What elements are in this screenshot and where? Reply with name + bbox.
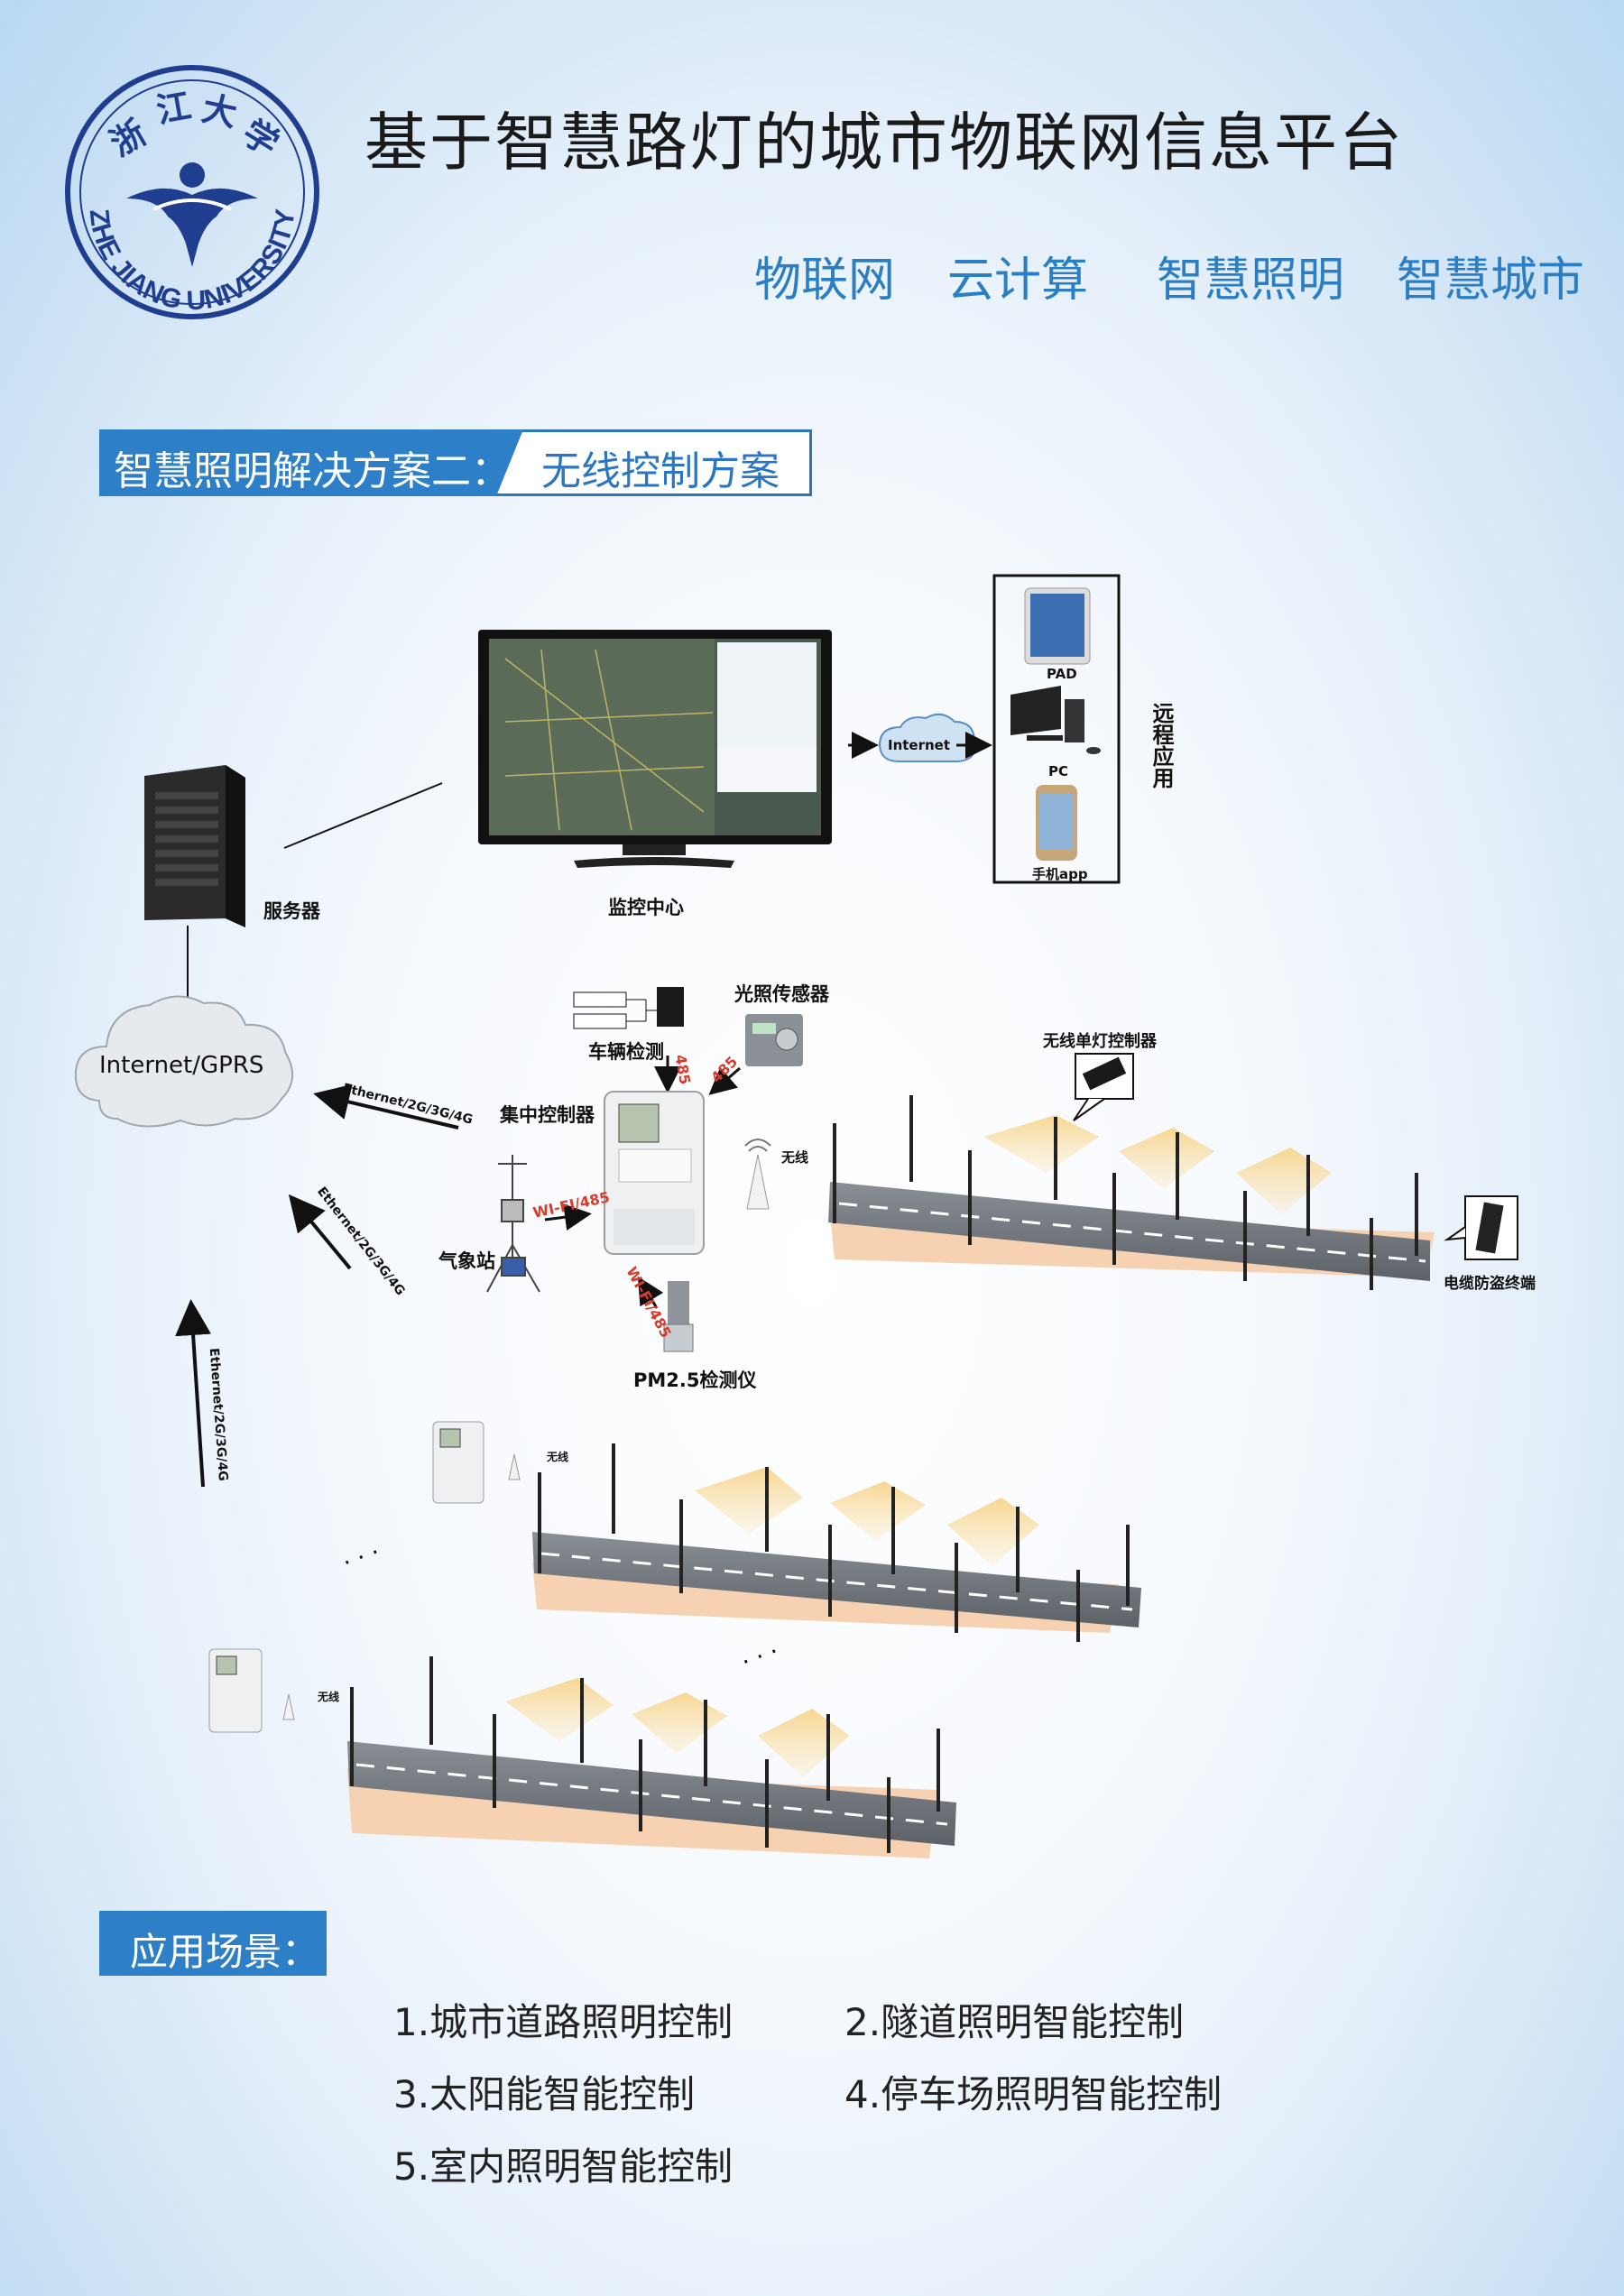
section-label: 智慧照明解决方案二：: [114, 448, 511, 494]
remote-app-label: 远程应用: [1149, 702, 1174, 788]
lamp-controller-label: 无线单灯控制器: [1043, 1032, 1157, 1051]
concentrator-label: 集中控制器: [500, 1104, 595, 1126]
internet-label: Internet: [888, 737, 951, 753]
wireless-label-2: 无线: [547, 1451, 569, 1463]
pad-icon: [1024, 587, 1091, 665]
server-label: 服务器: [263, 900, 320, 922]
concentrator-small-icon: [432, 1421, 521, 1504]
section-header-applications: 应用场景：: [99, 1911, 327, 1976]
page-title: 基于智慧路灯的城市物联网信息平台: [364, 106, 1404, 180]
cable-antitheft-label: 电缆防盗终端: [1444, 1275, 1536, 1293]
application-item-2: 2.隧道照明智能控制: [844, 2000, 1185, 2044]
gprs-cloud-icon: [74, 995, 293, 1128]
road-scene-3: [347, 1656, 956, 1858]
university-logo: ZHE JIANG UNIVERSITY 浙 江 大 学: [63, 63, 321, 321]
weather-station-label: 气象站: [438, 1250, 495, 1272]
application-item-3: 3.太阳能智能控制: [393, 2072, 696, 2116]
vehicle-detector-icon: [573, 987, 684, 1029]
device-pad-label: PAD: [1047, 666, 1077, 682]
section2-label: 应用场景：: [130, 1930, 320, 1974]
application-item-5: 5.室内照明智能控制: [393, 2144, 734, 2189]
vehicle-detect-label: 车辆检测: [588, 1041, 664, 1063]
monitor-icon: [478, 630, 832, 868]
pm25-sensor-icon: [663, 1281, 694, 1352]
phone-icon: [1036, 785, 1077, 861]
section-header-solution: 智慧照明解决方案二： 无线控制方案: [99, 429, 812, 496]
light-sensor-label: 光照传感器: [734, 983, 829, 1005]
weather-station-icon: [486, 1155, 540, 1293]
pc-icon: [1010, 686, 1101, 754]
keyword-iot: 物联网: [754, 254, 896, 308]
antenna-icon: [744, 1139, 771, 1210]
monitor-center-label: 监控中心: [608, 897, 684, 918]
svg-text:江: 江: [153, 86, 194, 131]
concentrator-small-icon: [208, 1648, 295, 1733]
concentrator-icon: [604, 1091, 705, 1255]
road-scene-1: [828, 1095, 1435, 1290]
lamp-controller-icon: [1073, 1053, 1134, 1121]
device-phone-label: 手机app: [1032, 866, 1088, 882]
cable-antitheft-icon: [1444, 1195, 1518, 1260]
road-scene-2: [532, 1443, 1141, 1642]
keyword-bar: 物联网 云计算 智慧照明 智慧城市: [754, 242, 1584, 309]
section-value: 无线控制方案: [541, 448, 780, 494]
keyword-smart-lighting: 智慧照明: [1157, 254, 1345, 308]
server-icon: [144, 765, 245, 927]
wireless-label: 无线: [781, 1149, 809, 1166]
application-item-1: 1.城市道路照明控制: [393, 2000, 734, 2044]
device-pc-label: PC: [1048, 763, 1069, 779]
wireless-label-3: 无线: [318, 1691, 340, 1703]
keyword-cloud: 云计算: [947, 254, 1089, 308]
internet-cloud-icon: [878, 713, 976, 762]
svg-text:大: 大: [198, 88, 240, 134]
gprs-cloud-label: Internet/GPRS: [99, 1052, 264, 1079]
application-item-4: 4.停车场照明智能控制: [844, 2072, 1223, 2116]
keyword-smart-city: 智慧城市: [1397, 254, 1585, 308]
light-sensor-icon: [745, 1014, 803, 1066]
pm25-label: PM2.5检测仪: [633, 1369, 757, 1391]
